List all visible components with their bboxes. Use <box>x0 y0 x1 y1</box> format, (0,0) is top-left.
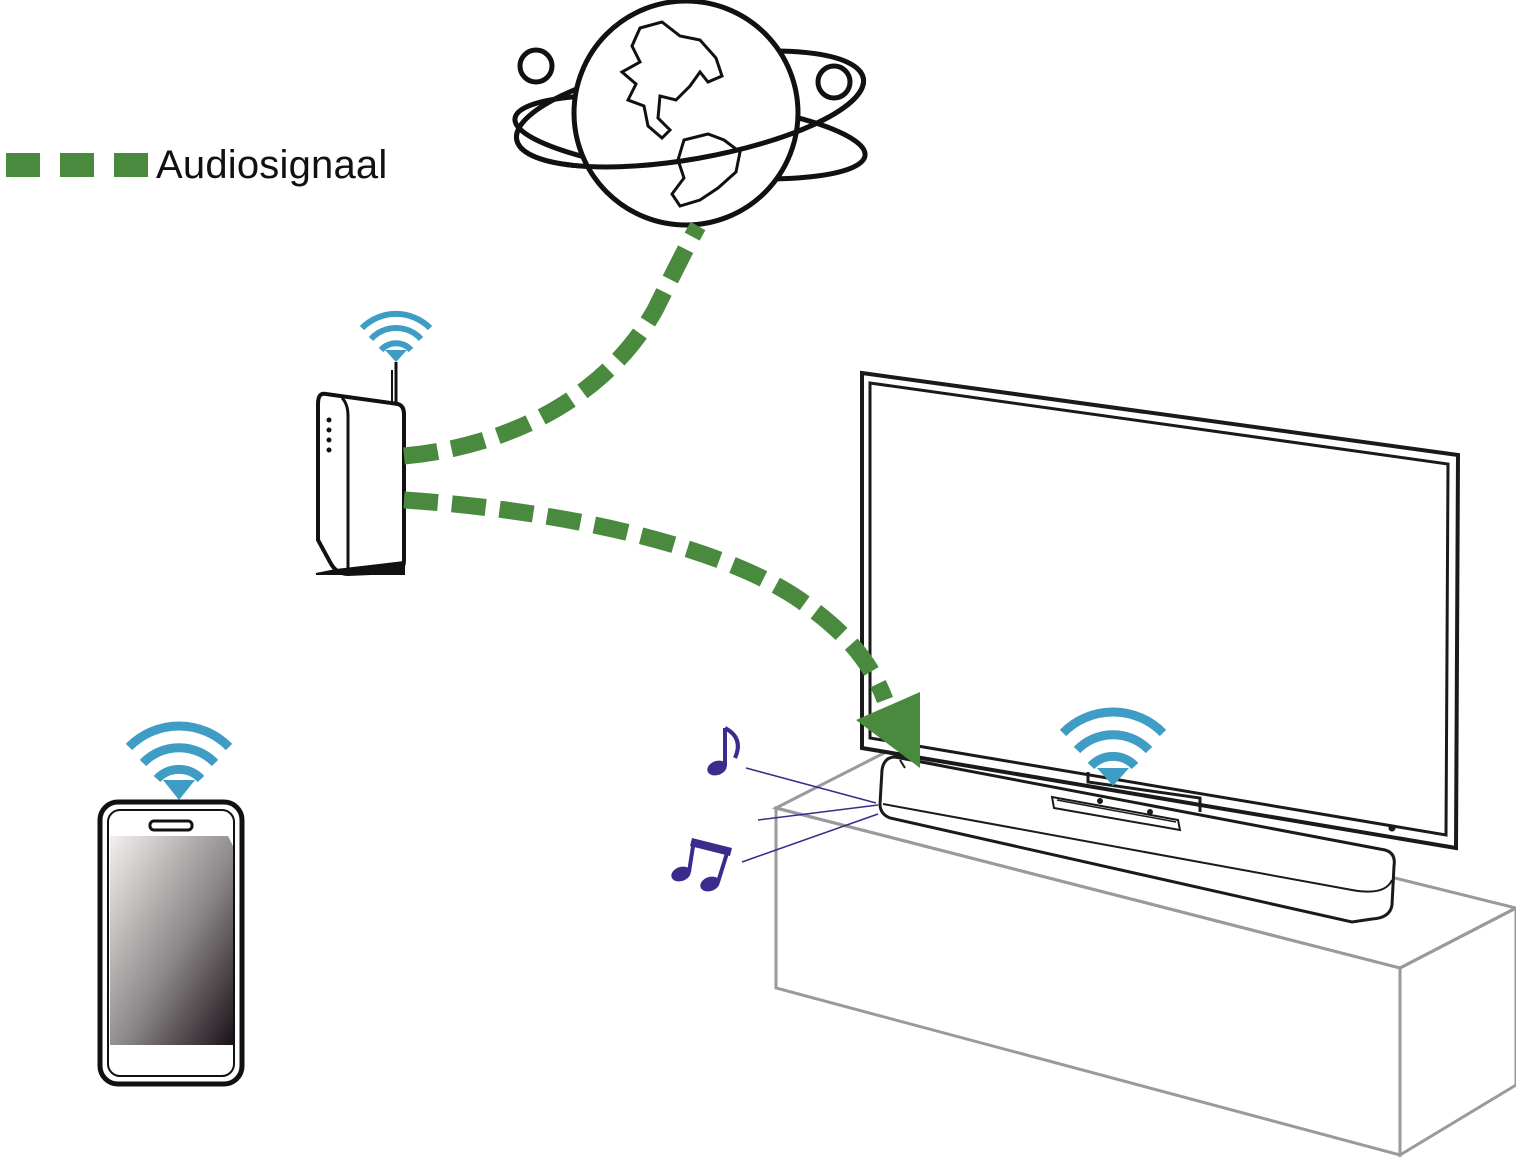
soundbar-wifi-icon <box>1059 707 1167 786</box>
eighth-note-icon <box>707 726 740 776</box>
tv-cabinet <box>771 750 1516 1158</box>
router-wifi-icon <box>359 310 433 362</box>
sound-lines <box>741 767 879 863</box>
globe-icon <box>512 0 868 228</box>
audio-signal-paths <box>403 221 893 704</box>
audio-signal-router-to-soundbar <box>403 491 893 704</box>
beamed-notes-icon <box>671 838 732 892</box>
soundbar-icon <box>878 755 1396 924</box>
smartphone-icon <box>97 799 245 1087</box>
tv-icon <box>860 370 1461 851</box>
music-note-icon <box>671 726 879 892</box>
legend: Audiosignaal <box>6 140 387 190</box>
legend-label: Audiosignaal <box>156 143 388 187</box>
router-icon <box>315 362 406 577</box>
audio-signal-internet-to-router <box>403 221 706 465</box>
audio-signal-arrowhead <box>856 692 920 768</box>
phone-wifi-icon <box>125 721 233 800</box>
legend-dashed-line-icon <box>6 153 148 177</box>
